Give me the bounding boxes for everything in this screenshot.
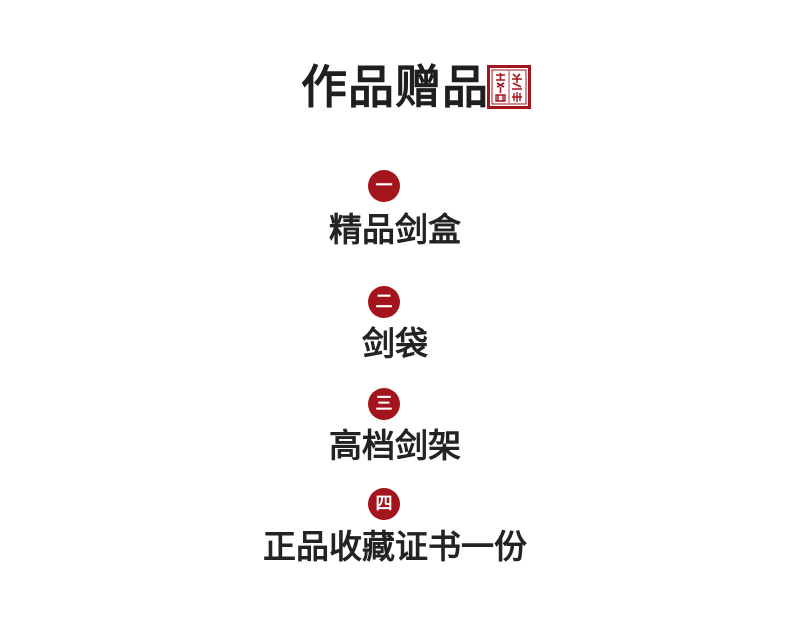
list-item: 四 正品收藏证书一份 [0,488,790,568]
item-label: 剑袋 [362,324,428,363]
list-item: 二 剑袋 [0,286,790,366]
item-label: 正品收藏证书一份 [263,527,527,566]
list-item: 三 高档剑架 [0,388,790,468]
number-badge: 三 [368,388,400,420]
number-badge: 四 [368,488,400,520]
page-title: 作品赠品 [301,60,489,114]
item-label: 高档剑架 [329,426,461,465]
red-seal-stamp-icon [487,65,531,109]
number-badge: 二 [368,286,400,318]
number-badge: 一 [368,170,400,202]
list-item: 一 精品剑盒 [0,170,790,250]
item-label: 精品剑盒 [329,210,461,249]
page-header: 作品赠品 [0,55,790,119]
